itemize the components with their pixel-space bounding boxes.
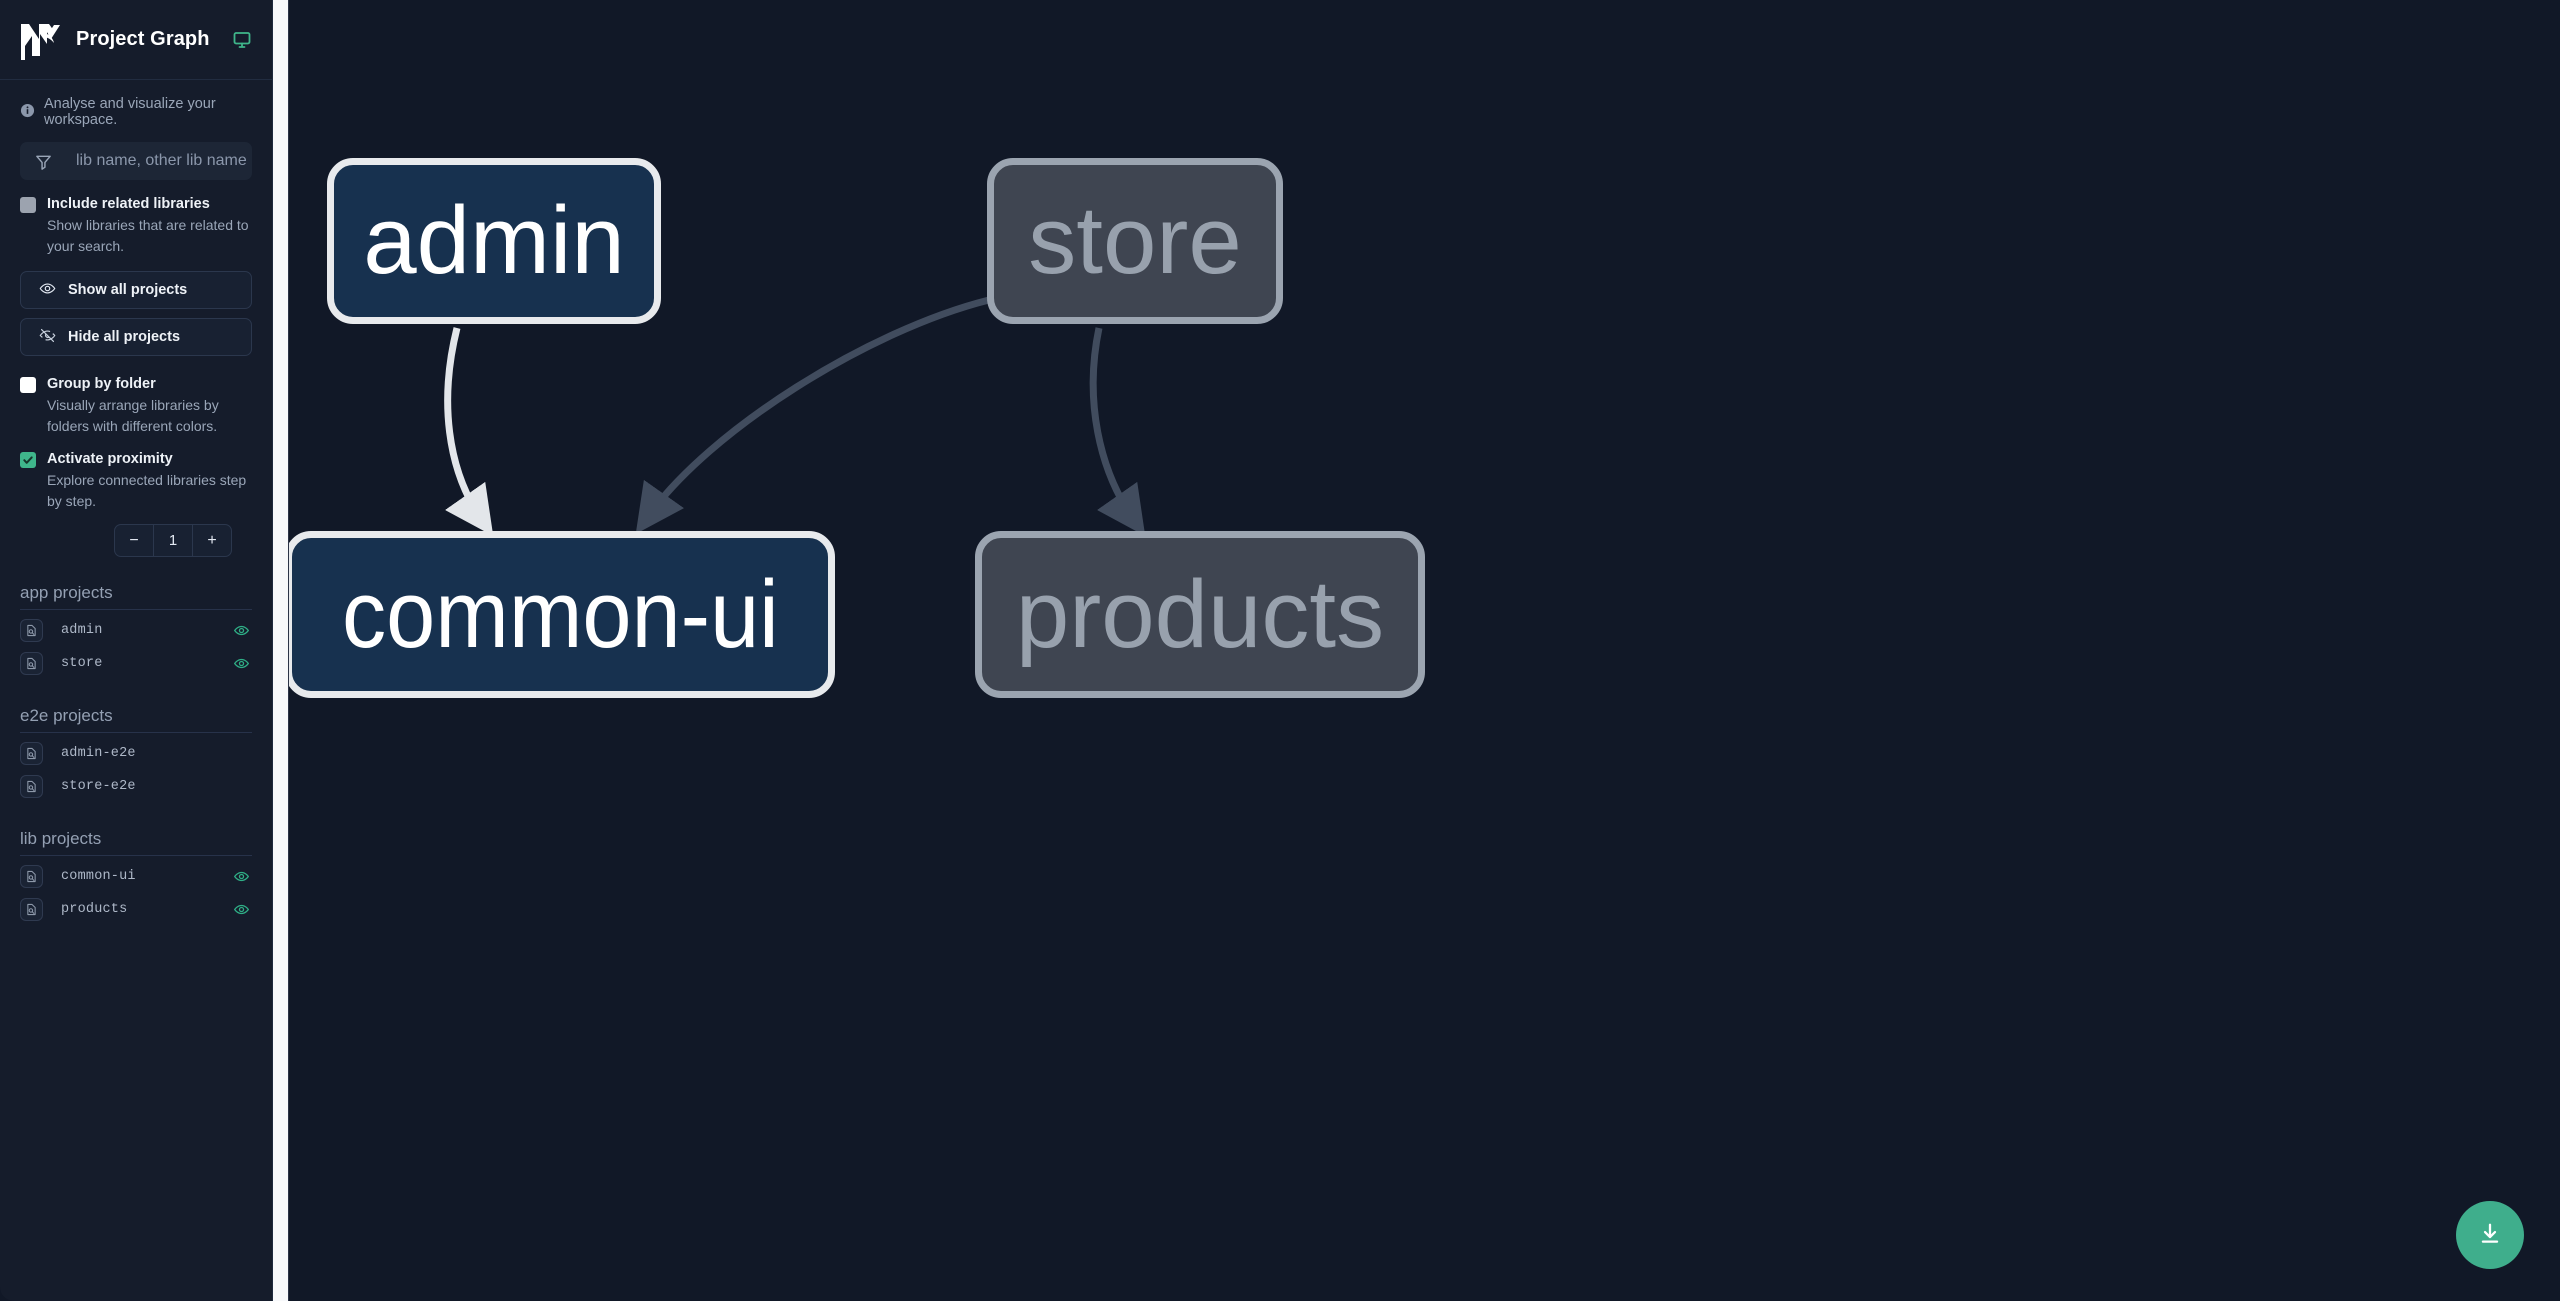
- tagline-text: Analyse and visualize your workspace.: [44, 96, 216, 128]
- graph-node-label: store: [1028, 187, 1242, 294]
- graph-node-products[interactable]: products: [975, 531, 1425, 698]
- section-title-lib-projects: lib projects: [20, 829, 252, 857]
- activate-proximity-description: Explore connected libraries step by step…: [47, 472, 247, 510]
- sidebar-resize-handle[interactable]: [273, 0, 288, 1301]
- project-name: store-e2e: [61, 779, 136, 795]
- group-by-folder-label: Group by folder: [47, 376, 156, 393]
- hide-all-projects-label: Hide all projects: [68, 329, 181, 346]
- activate-proximity-label: Activate proximity: [47, 451, 173, 468]
- download-image-button[interactable]: [2456, 1201, 2524, 1269]
- project-name: store: [61, 656, 103, 672]
- tagline: Analyse and visualize your workspace.: [0, 80, 272, 142]
- proximity-increment-button[interactable]: +: [193, 525, 231, 556]
- search-input[interactable]: [66, 142, 252, 180]
- nx-logo-icon: [18, 20, 62, 60]
- graph-node-label: products: [1015, 560, 1385, 668]
- list-item[interactable]: admin: [20, 614, 252, 647]
- list-item[interactable]: store: [20, 647, 252, 680]
- section-title-e2e-projects: e2e projects: [20, 706, 252, 734]
- list-item[interactable]: products: [20, 893, 252, 926]
- edge-store-to-products: [1089, 327, 1146, 537]
- group-by-folder-checkbox[interactable]: [20, 377, 36, 394]
- graph-node-common-ui[interactable]: common-ui: [285, 531, 835, 698]
- eye-icon[interactable]: [233, 868, 250, 885]
- eye-icon[interactable]: [233, 901, 250, 918]
- project-name: common-ui: [61, 869, 136, 885]
- group-by-folder-description: Visually arrange libraries by folders wi…: [47, 397, 219, 435]
- section-lib-projects: lib projects common-ui: [0, 829, 272, 926]
- proximity-value: 1: [153, 525, 193, 557]
- info-icon: [20, 103, 35, 122]
- project-file-icon: [20, 865, 43, 889]
- proximity-decrement-button[interactable]: −: [115, 525, 153, 556]
- include-related-libraries-label: Include related libraries: [47, 196, 210, 212]
- activate-proximity-checkbox[interactable]: [20, 452, 36, 469]
- project-name: admin: [61, 623, 103, 639]
- proximity-stepper: − 1 +: [114, 524, 232, 558]
- option-activate-proximity: Activate proximity Explore connected lib…: [0, 437, 272, 558]
- project-name: admin-e2e: [61, 746, 136, 762]
- project-file-icon: [20, 775, 43, 799]
- search-box[interactable]: [20, 142, 252, 180]
- section-app-projects: app projects admin: [0, 583, 272, 680]
- list-item[interactable]: store-e2e: [20, 770, 252, 803]
- show-all-projects-label: Show all projects: [68, 282, 188, 299]
- project-graph-canvas[interactable]: admin store common-ui products: [285, 0, 2560, 1301]
- hide-all-projects-button[interactable]: Hide all projects: [20, 318, 252, 357]
- graph-node-label: common-ui: [341, 560, 779, 668]
- sidebar-header: Project Graph: [0, 0, 272, 80]
- monitor-icon[interactable]: [232, 30, 252, 50]
- include-related-libraries-description: Show libraries that are related to your …: [47, 217, 249, 255]
- list-item[interactable]: common-ui: [20, 860, 252, 893]
- filter-funnel-icon: [20, 142, 66, 180]
- download-icon: [2477, 1221, 2503, 1250]
- eye-icon[interactable]: [233, 622, 250, 639]
- option-group-by-folder: Group by folder Visually arrange librari…: [0, 356, 272, 437]
- show-all-projects-button[interactable]: Show all projects: [20, 271, 252, 310]
- search-section: [0, 142, 272, 180]
- sidebar: Project Graph Analyse and visualize your…: [0, 0, 273, 1301]
- page-title: Project Graph: [76, 28, 210, 50]
- graph-node-store[interactable]: store: [987, 158, 1283, 324]
- eye-off-icon: [39, 327, 56, 348]
- sidebar-edge-divider: [288, 0, 289, 1301]
- project-file-icon: [20, 898, 43, 922]
- section-title-app-projects: app projects: [20, 583, 252, 611]
- option-include-related-libraries: Include related libraries Show libraries…: [0, 180, 272, 257]
- graph-node-admin[interactable]: admin: [327, 158, 661, 324]
- list-item[interactable]: admin-e2e: [20, 737, 252, 770]
- graph-node-label: admin: [363, 187, 625, 294]
- project-file-icon: [20, 652, 43, 676]
- project-file-icon: [20, 742, 43, 766]
- eye-icon[interactable]: [233, 655, 250, 672]
- edge-store-to-common-ui: [635, 296, 990, 535]
- project-name: products: [61, 902, 128, 918]
- eye-icon: [39, 280, 56, 301]
- section-e2e-projects: e2e projects admin-e2e: [0, 706, 272, 803]
- graph-edges: [444, 296, 1146, 537]
- include-related-libraries-checkbox[interactable]: [20, 197, 36, 213]
- edge-admin-to-common-ui: [444, 327, 494, 537]
- project-file-icon: [20, 619, 43, 643]
- visibility-buttons: Show all projects Hide all projects: [0, 257, 272, 357]
